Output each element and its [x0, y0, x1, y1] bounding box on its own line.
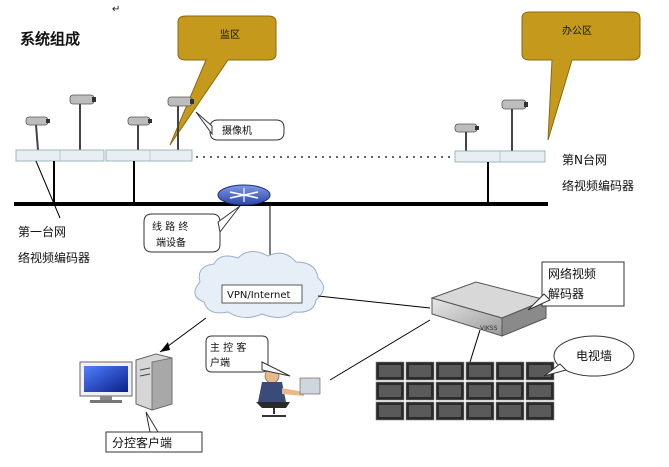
tv-screen: [435, 401, 465, 421]
vpn-label: VPN/Internet: [227, 290, 291, 301]
nth-encoder-line-2: 络视频编码器: [562, 178, 634, 193]
camera-icon: [501, 99, 528, 152]
decoder-brand: VIKSS: [480, 325, 498, 332]
main-client-line-1: 主 控 客: [210, 341, 246, 354]
first-encoder-line-2: 络视频编码器: [18, 250, 90, 265]
nth-encoder-label: 第N台网 络视频编码器: [562, 152, 634, 193]
main-client-line-2: 户端: [210, 356, 230, 369]
top-mark: ↵: [112, 4, 120, 15]
decoder-device: VIKSS: [430, 281, 548, 337]
tv-screen: [375, 401, 405, 421]
tv-screen: [405, 361, 435, 381]
internet-cloud-icon: VPN/Internet: [194, 251, 324, 318]
camera-label: 摄像机: [222, 124, 252, 137]
camera-icon: [69, 94, 96, 150]
encoder-unit: [105, 149, 193, 162]
tv-screen: [465, 401, 495, 421]
monitor-area-label: 监区: [220, 28, 240, 41]
decoder-line-2: 解码器: [548, 287, 584, 301]
tv-wall-label: 电视墙: [576, 348, 612, 363]
diagram-title: 系统组成: [20, 30, 80, 48]
callout-tv-wall: 电视墙: [543, 335, 635, 377]
camera-icon: [454, 123, 479, 152]
tv-screen: [525, 361, 555, 381]
nth-encoder-line-1: 第N台网: [562, 152, 607, 167]
tv-screen: [435, 381, 465, 401]
tv-screen: [495, 361, 525, 381]
tv-screen: [525, 401, 555, 421]
line-terminal-line-2: 端设备: [156, 236, 186, 249]
tv-screen: [495, 401, 525, 421]
tv-screen: [465, 381, 495, 401]
tv-screen: [495, 381, 525, 401]
tv-screen: [435, 361, 465, 381]
tv-screen: [465, 361, 495, 381]
decoder-line-1: 网络视频: [548, 266, 596, 281]
callout-sub-client: 分控客户端: [105, 411, 203, 453]
camera-icon: [167, 96, 194, 150]
computer-icon: [79, 353, 173, 411]
tv-wall: [375, 361, 555, 421]
encoder-unit: [15, 149, 105, 162]
sub-client-label: 分控客户端: [112, 435, 172, 450]
callout-decoder: 网络视频 解码器: [527, 261, 625, 311]
first-encoder-line-1: 第一台网: [18, 224, 66, 239]
callout-main-client: 主 控 客 户端: [205, 335, 291, 377]
camera-icon: [25, 116, 50, 151]
tv-screen: [525, 381, 555, 401]
callout-camera: 摄像机: [195, 111, 285, 141]
tv-screen: [405, 401, 435, 421]
line-terminal-line-1: 线 路 终: [152, 220, 188, 233]
tv-screen: [375, 361, 405, 381]
office-area-label: 办公区: [562, 24, 592, 37]
callout-line-terminal: 线 路 终 端设备: [143, 205, 241, 253]
callout-office-area: 办公区: [521, 11, 641, 141]
tv-screen: [375, 381, 405, 401]
encoder-unit: [454, 150, 546, 163]
router-icon: [217, 184, 271, 206]
callout-monitor-area: 监区: [169, 15, 277, 146]
tv-screen: [405, 381, 435, 401]
first-encoder-label: 第一台网 络视频编码器: [18, 224, 90, 265]
camera-icon: [127, 116, 152, 150]
